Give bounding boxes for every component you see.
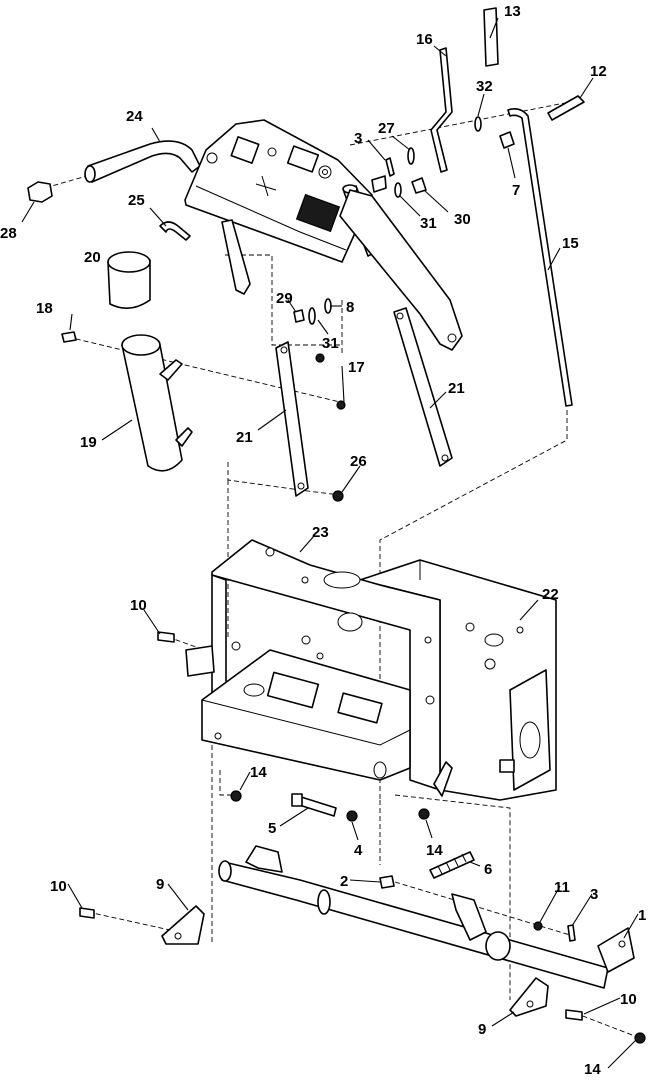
callout-10-upper: 10 xyxy=(130,597,147,614)
part-10-bolt-left xyxy=(79,907,95,919)
callout-4: 4 xyxy=(354,842,363,859)
callout-3-lower: 3 xyxy=(590,886,598,903)
part-9-bracket-right xyxy=(509,977,549,1017)
callout-26: 26 xyxy=(350,453,367,470)
part-10-bolt-upper xyxy=(157,631,175,643)
callout-13: 13 xyxy=(504,3,521,20)
control-panel-console xyxy=(184,119,373,263)
callout-27: 27 xyxy=(378,120,395,137)
callout-24: 24 xyxy=(126,108,143,125)
part-16-lever xyxy=(430,47,453,173)
part-13-grip xyxy=(483,7,499,67)
part-24-handle-tube xyxy=(84,140,201,183)
part-28-knob xyxy=(27,181,53,203)
callout-19: 19 xyxy=(80,434,97,451)
part-23-frame-side xyxy=(211,539,441,791)
callout-labels: 13 16 12 32 24 27 3 7 15 31 30 28 25 20 … xyxy=(0,3,646,1078)
callout-7: 7 xyxy=(512,182,520,199)
callout-14-lower: 14 xyxy=(584,1061,601,1078)
upper-bracket-arm xyxy=(221,219,251,295)
callout-11: 11 xyxy=(554,879,570,896)
part-21-bracket-left xyxy=(275,341,309,497)
callout-9-left: 9 xyxy=(156,876,164,893)
callout-5: 5 xyxy=(268,820,276,837)
callout-1: 1 xyxy=(638,907,646,924)
part-15-rod xyxy=(507,108,573,407)
callout-31-lower: 31 xyxy=(322,335,339,352)
callout-10-right: 10 xyxy=(620,991,637,1008)
callout-16: 16 xyxy=(416,31,433,48)
callout-28: 28 xyxy=(0,225,17,242)
callout-14-middle: 14 xyxy=(426,842,443,859)
callout-17: 17 xyxy=(348,359,365,376)
callout-3-upper: 3 xyxy=(354,130,362,147)
callout-10-left: 10 xyxy=(50,878,67,895)
part-25-u-clip xyxy=(159,221,191,241)
callout-8: 8 xyxy=(346,299,354,316)
callout-23: 23 xyxy=(312,524,329,541)
part-9-bracket-left xyxy=(161,905,205,945)
part-19-canister xyxy=(121,334,193,472)
part-10-bolt-right xyxy=(565,1009,583,1021)
callout-2: 2 xyxy=(340,873,348,890)
callout-30: 30 xyxy=(454,211,471,228)
callout-14-upper: 14 xyxy=(250,764,267,781)
callout-20: 20 xyxy=(84,249,101,266)
part-3-pin-lower xyxy=(567,924,576,942)
callout-9-right: 9 xyxy=(478,1021,486,1038)
callout-18: 18 xyxy=(36,300,53,317)
callout-31-upper: 31 xyxy=(420,215,437,232)
small-hardware-top xyxy=(371,116,515,198)
part-18-bolt xyxy=(61,331,77,343)
part-14-nut-upper xyxy=(230,790,242,802)
part-2-fitting xyxy=(379,875,395,889)
frame-deck-plate xyxy=(185,612,411,781)
part-21-bracket-right xyxy=(393,307,453,467)
part-14-nut-lower xyxy=(634,1032,646,1044)
callout-22: 22 xyxy=(542,586,559,603)
callout-15: 15 xyxy=(562,235,579,252)
callout-29: 29 xyxy=(276,290,293,307)
part-11-washer xyxy=(533,921,543,931)
part-4-nut xyxy=(346,810,358,822)
leader-lines xyxy=(21,17,639,1069)
part-6-spring xyxy=(429,851,475,879)
part-22-frame-rear xyxy=(359,559,557,801)
callout-21-right: 21 xyxy=(448,380,465,397)
small-hardware-mid xyxy=(293,298,346,502)
part-14-nut-middle xyxy=(418,808,430,820)
part-12-bolt xyxy=(547,95,585,121)
part-20-cap xyxy=(107,251,151,309)
callout-12: 12 xyxy=(590,63,607,80)
right-control-arm xyxy=(339,189,463,351)
callout-25: 25 xyxy=(128,192,145,209)
callout-32: 32 xyxy=(476,78,493,95)
part-5-bolt xyxy=(291,793,337,817)
callout-21-left: 21 xyxy=(236,429,253,446)
frame-pedal-bracket xyxy=(433,761,453,797)
callout-6: 6 xyxy=(484,861,492,878)
part-1-pivot-shaft xyxy=(218,845,635,989)
